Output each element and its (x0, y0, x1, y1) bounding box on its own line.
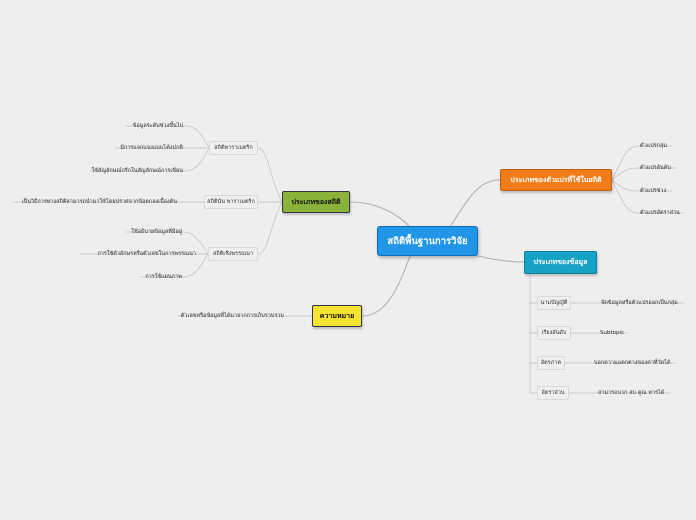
leaf-descriptive-2[interactable]: การใช้ตัวอักษรหรือตัวเลขในการพรรณนา (97, 250, 196, 257)
leaf-ratio[interactable]: สามารถบวก ลบ คูณ หารได้ (598, 389, 665, 396)
subtopic-interval[interactable]: อัตรภาค (537, 356, 565, 370)
leaf-interval[interactable]: บอกความแตกต่างของค่าที่วัดได้ (594, 359, 671, 366)
leaf-nominal[interactable]: จัดข้อมูลหรือตัวแปรออกเป็นกลุ่ม (601, 299, 678, 306)
subtopic-nonparametric[interactable]: สถิตินัน พาราเมตริก (204, 195, 258, 209)
leaf-descriptive-3[interactable]: การใช้แผนภาพ (145, 273, 182, 280)
leaf-parametric-1[interactable]: ข้อมูลระดับช่วงขึ้นไป (132, 122, 183, 129)
subtopic-parametric[interactable]: สถิติพาราเมตริก (209, 141, 258, 155)
leaf-descriptive-1[interactable]: ใช้อธิบายข้อมูลที่มีอยู่ (131, 228, 182, 235)
leaf-nonparametric-1[interactable]: เป็นวิธีการทางสถิติสามารถนำมาใช้โดยปราศจ… (21, 198, 177, 205)
topic-variable-types[interactable]: ประเภทของตัวแปรที่ใช้ในสถิติ (500, 169, 612, 191)
subtopic-descriptive[interactable]: สถิติเชิงพรรณนา (208, 247, 258, 261)
leaf-variable-2[interactable]: ตัวแปรอันดับ (640, 164, 671, 171)
leaf-ordinal[interactable]: Subtopic (600, 329, 625, 336)
subtopic-ratio[interactable]: อัตราส่วน (537, 386, 569, 400)
leaf-variable-1[interactable]: ตัวแปรกลุ่ม (640, 142, 667, 149)
central-topic[interactable]: สถิติพื้นฐานการวิจัย (377, 226, 478, 256)
topic-data-types[interactable]: ประเภทของข้อมูล (524, 251, 597, 274)
subtopic-nominal[interactable]: นามบัญญัติ (537, 296, 571, 310)
leaf-meaning-1[interactable]: ตัวเลขหรือข้อมูลที่ได้มาจากการเก็บรวบรวม (180, 312, 284, 319)
leaf-variable-4[interactable]: ตัวแปรอัตราส่วน (640, 209, 680, 216)
leaf-variable-3[interactable]: ตัวแปรช่วง (640, 187, 667, 194)
topic-meaning[interactable]: ความหมาย (312, 305, 362, 327)
leaf-parametric-3[interactable]: ใช้สัญลักษณ์กรีกในสัญลักษณ์การเขียน (91, 167, 183, 174)
topic-statistics-types[interactable]: ประเภทของสถิติ (282, 191, 350, 213)
leaf-parametric-2[interactable]: มีการแจกแจงแบบโค้งปกติ (120, 144, 183, 151)
subtopic-ordinal[interactable]: เรียงอันดับ (537, 326, 571, 340)
